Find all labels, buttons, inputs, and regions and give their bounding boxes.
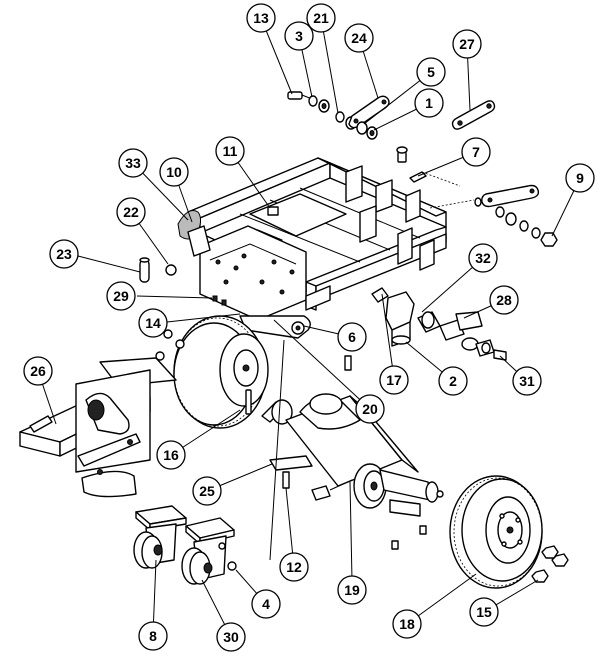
main-frame	[187, 157, 447, 339]
callout-17: 17	[379, 365, 409, 395]
callout-31: 31	[512, 366, 542, 396]
callout-label: 21	[313, 10, 329, 26]
callout-23: 23	[49, 239, 79, 269]
callout-25: 25	[192, 476, 222, 506]
callout-15: 15	[469, 597, 499, 627]
callout-7: 7	[461, 137, 491, 167]
callout-16: 16	[156, 440, 186, 470]
left-wheel	[173, 315, 269, 429]
callout-label: 8	[149, 628, 157, 644]
callout-label: 11	[223, 143, 238, 159]
callout-label: 12	[286, 559, 302, 575]
callout-label: 5	[427, 64, 435, 80]
leader-lines	[37, 17, 581, 638]
callout-label: 2	[449, 373, 457, 389]
callout-label: 26	[30, 363, 46, 379]
callout-20: 20	[355, 394, 385, 424]
callout-14: 14	[138, 308, 168, 338]
callout-label: 4	[262, 596, 270, 612]
callout-1: 1	[414, 88, 444, 118]
callout-label: 23	[56, 246, 72, 262]
callout-6: 6	[337, 322, 367, 352]
drive-motor-assembly	[261, 355, 444, 550]
callout-29: 29	[106, 281, 136, 311]
callout-26: 26	[23, 356, 53, 386]
callout-9: 9	[565, 163, 595, 193]
callout-label: 17	[386, 372, 402, 388]
callout-label: 32	[475, 250, 491, 266]
callout-33: 33	[118, 148, 148, 178]
left-small-parts	[139, 210, 211, 283]
lug-nuts	[531, 545, 569, 583]
callout-32: 32	[468, 243, 498, 273]
callout-label: 7	[472, 144, 480, 160]
caster-30	[181, 517, 237, 585]
callout-label: 22	[123, 204, 139, 220]
callout-label: 6	[348, 329, 356, 345]
callout-10: 10	[159, 157, 189, 187]
top-hardware-row	[287, 91, 390, 140]
callout-28: 28	[489, 285, 519, 315]
callout-label: 15	[476, 604, 492, 620]
callout-label: 13	[253, 10, 269, 26]
callout-12: 12	[279, 552, 309, 582]
right-wheel	[449, 475, 543, 589]
callout-label: 31	[519, 373, 535, 389]
callout-label: 20	[362, 401, 378, 417]
callout-3: 3	[284, 21, 314, 51]
callout-label: 29	[113, 288, 129, 304]
callout-11: 11	[215, 136, 245, 166]
callout-label: 1	[425, 95, 433, 111]
callout-label: 9	[576, 170, 584, 186]
callout-8: 8	[138, 621, 168, 651]
callout-label: 33	[125, 155, 141, 171]
callout-2: 2	[438, 366, 468, 396]
callout-27: 27	[452, 29, 482, 59]
callout-label: 19	[344, 582, 360, 598]
callout-label: 10	[166, 164, 182, 180]
actuator-hardware	[371, 287, 507, 361]
callout-label: 27	[459, 36, 475, 52]
callout-18: 18	[392, 609, 422, 639]
callout-label: 28	[496, 292, 512, 308]
callout-24: 24	[344, 23, 374, 53]
callout-label: 16	[163, 447, 179, 463]
suspension-arm-assembly	[19, 329, 185, 498]
callout-13: 13	[246, 3, 276, 33]
callout-label: 24	[351, 30, 367, 46]
caster-8	[133, 505, 187, 569]
link-plate-27	[451, 100, 496, 130]
callout-label: 25	[199, 483, 215, 499]
callout-5: 5	[416, 57, 446, 87]
callout-22: 22	[116, 197, 146, 227]
callout-label: 18	[399, 616, 415, 632]
callout-21: 21	[306, 3, 336, 33]
callout-label: 14	[145, 315, 161, 331]
callout-label: 3	[295, 28, 303, 44]
callout-label: 30	[223, 629, 239, 645]
callout-4: 4	[251, 589, 281, 619]
callout-30: 30	[216, 622, 246, 652]
callout-19: 19	[337, 575, 367, 605]
